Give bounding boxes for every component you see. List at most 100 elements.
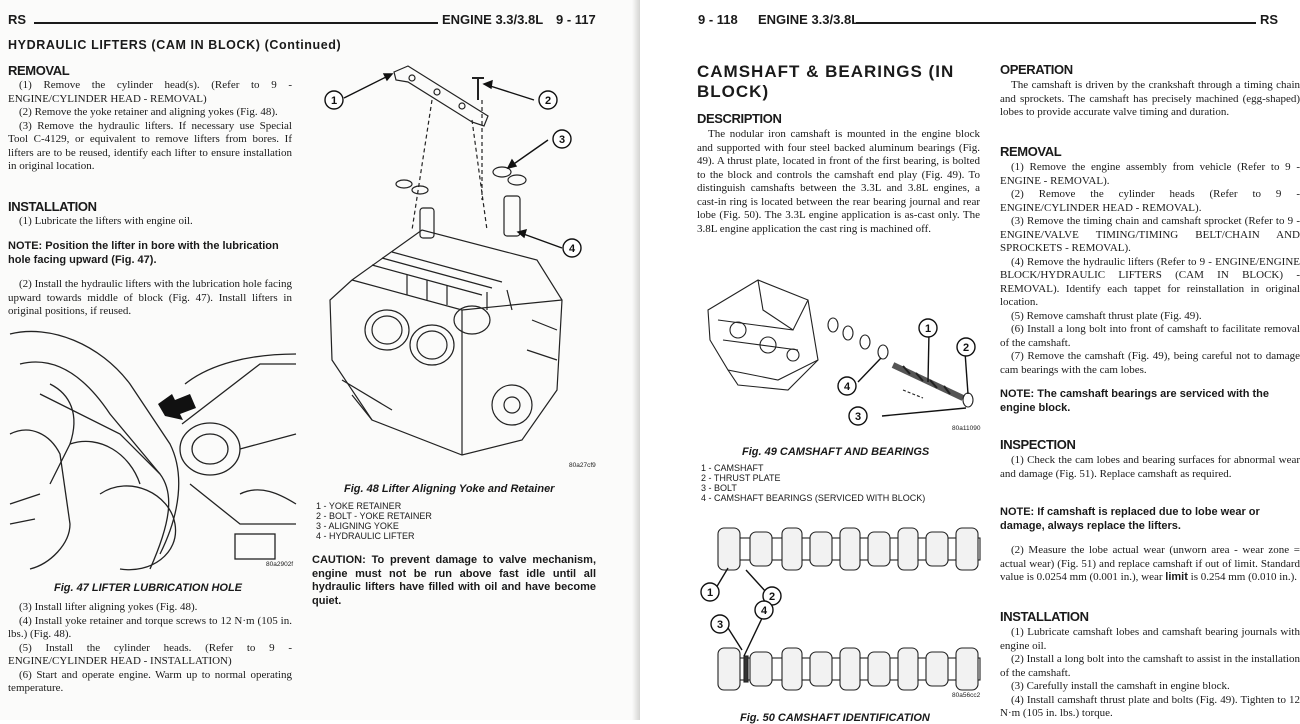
right-header-page-number: 9 - 118	[698, 12, 738, 27]
fig50-id: 80a56cc2	[952, 692, 981, 699]
fig48-callout-1	[324, 90, 344, 110]
cam-removal-step-1: (1) Remove the engine assembly from vehi…	[1000, 161, 1300, 187]
cam-installation-heading: INSTALLATION	[1000, 609, 1089, 624]
fig50-callout-label-2: 2	[769, 591, 775, 603]
inspection-step-2-bold: limit	[1165, 571, 1188, 583]
fig49-callout-label-4: 4	[844, 381, 851, 393]
cam-removal-steps: (1) Remove the engine assembly from vehi…	[1000, 161, 1300, 377]
cam-removal-step-5: (5) Remove camshaft thrust plate (Fig. 4…	[1011, 309, 1202, 322]
cam-removal-step-4: (4) Remove the hydraulic lifters (Refer …	[1000, 255, 1300, 309]
cam-installation-steps: (1) Lubricate camshaft lobes and camshaf…	[1000, 626, 1300, 721]
header-rule	[34, 22, 438, 24]
cam-installation-step-3: (3) Carefully install the camshaft in en…	[1011, 680, 1230, 692]
fig49-legend-item-2: 2 - THRUST PLATE	[701, 473, 781, 483]
fig49-legend-item-3: 3 - BOLT	[701, 483, 737, 493]
fig50-callout-1	[700, 582, 720, 602]
lifter-lubrication-drawing	[9, 330, 297, 571]
installation-step-2-text: (2) Install the hydraulic lifters with t…	[8, 278, 292, 317]
left-page: RS ENGINE 3.3/3.8L 9 - 117 HYDRAULIC LIF…	[0, 0, 640, 720]
fig48-callout-2	[538, 90, 558, 110]
fig48-legend-item-4: 4 - HYDRAULIC LIFTER	[316, 531, 415, 541]
inspection-step-2-part-a: (2) Measure the lobe actual wear (unworn…	[1000, 544, 1300, 583]
fig49-callout-2	[956, 337, 976, 357]
fig50-illustration: 1 2 3 4	[698, 510, 988, 710]
inspection-note: NOTE: If camshaft is replaced due to lob…	[1000, 506, 1260, 532]
fig47-illustration	[9, 324, 297, 574]
installation-note: NOTE: Position the lifter in bore with t…	[8, 240, 279, 266]
inspection-step-1: (1) Check the cam lobes and bearing surf…	[1000, 454, 1300, 481]
fig50-caption: Fig. 50 CAMSHAFT IDENTIFICATION	[740, 712, 930, 724]
fig49-callout-3	[848, 406, 868, 426]
installation-step-5: (5) Install the cylinder heads. (Refer t…	[8, 641, 292, 668]
continued-heading: HYDRAULIC LIFTERS (CAM IN BLOCK) (Contin…	[8, 38, 342, 52]
description-text: The nodular iron camshaft is mounted in …	[697, 128, 980, 235]
fig48-callout-label-4: 4	[569, 243, 576, 255]
installation-steps-after: (3) Install lifter aligning yokes (Fig. …	[8, 601, 292, 696]
fig49-legend-item-4: 4 - CAMSHAFT BEARINGS (SERVICED WITH BLO…	[701, 493, 926, 503]
cam-removal-step-3: (3) Remove the timing chain and camshaft…	[1000, 215, 1300, 254]
fig49-caption: Fig. 49 CAMSHAFT AND BEARINGS	[742, 446, 930, 458]
fig48-legend-item-2: 2 - BOLT - YOKE RETAINER	[316, 511, 432, 521]
removal-steps: (1) Remove the cylinder head(s). (Refer …	[8, 79, 292, 174]
right-header-title: ENGINE 3.3/3.8L	[758, 12, 860, 27]
header-title: ENGINE 3.3/3.8L	[442, 12, 544, 27]
installation-step-3: (3) Install lifter aligning yokes (Fig. …	[19, 601, 198, 613]
fig48-legend-item-3: 3 - ALIGNING YOKE	[316, 521, 399, 531]
fig48-illustration: 1 2 3 4	[312, 60, 602, 475]
cam-installation-step-2: (2) Install a long bolt into the camshaf…	[1000, 653, 1300, 679]
installation-step-6: (6) Start and operate engine. Warm up to…	[8, 668, 292, 695]
fig49-callout-4	[837, 376, 857, 396]
fig49-callout-1	[918, 318, 938, 338]
cam-removal-step-6: (6) Install a long bolt into front of ca…	[1000, 323, 1300, 349]
cam-removal-note: NOTE: The camshaft bearings are serviced…	[1000, 388, 1269, 414]
fig48-id: 80a27cf9	[569, 462, 596, 469]
fig50-callout-3	[710, 614, 730, 634]
fig50-callout-label-3: 3	[717, 619, 723, 631]
cam-removal-step-2: (2) Remove the cylinder heads (Refer to …	[1000, 188, 1300, 214]
description-heading: DESCRIPTION	[697, 111, 782, 126]
camshaft-identification-drawing: 1 2 3 4	[700, 527, 981, 691]
fig49-callout-label-3: 3	[855, 411, 861, 423]
fig49-illustration: 1 2 3 4	[698, 270, 988, 435]
removal-step-2: (2) Remove the yoke retainer and alignin…	[19, 106, 278, 118]
fig48-caption: Fig. 48 Lifter Aligning Yoke and Retaine…	[344, 483, 555, 495]
fig49-legend: 1 - CAMSHAFT 2 - THRUST PLATE 3 - BOLT 4…	[701, 463, 925, 503]
fig48-callout-4	[562, 238, 582, 258]
right-header-rule	[856, 22, 1256, 24]
right-page: 9 - 118 ENGINE 3.3/3.8L RS CAMSHAFT & BE…	[640, 0, 1300, 724]
fig50-callout-label-1: 1	[707, 587, 713, 599]
cam-installation-step-1: (1) Lubricate camshaft lobes and camshaf…	[1000, 626, 1300, 652]
installation-heading: INSTALLATION	[8, 199, 97, 214]
cam-removal-heading: REMOVAL	[1000, 144, 1062, 159]
right-header-section-code: RS	[1260, 12, 1279, 27]
topic-title-line-1: CAMSHAFT & BEARINGS (IN	[697, 62, 955, 81]
installation-step-1: (1) Lubricate the lifters with engine oi…	[8, 215, 292, 229]
description-body: The nodular iron camshaft is mounted in …	[697, 128, 980, 236]
inspection-step-2: (2) Measure the lobe actual wear (unworn…	[1000, 544, 1300, 585]
cam-installation-step-4: (4) Install camshaft thrust plate and bo…	[1000, 693, 1300, 720]
fig48-callout-label-2: 2	[545, 95, 551, 107]
installation-step-1-text: (1) Lubricate the lifters with engine oi…	[19, 215, 193, 227]
fig48-callout-3	[552, 129, 572, 149]
inspection-step-1-text: (1) Check the cam lobes and bearing surf…	[1000, 454, 1300, 480]
installation-step-2: (2) Install the hydraulic lifters with t…	[8, 278, 292, 319]
installation-step-4: (4) Install yoke retainer and torque scr…	[8, 614, 292, 641]
fig47-id: 80a2902f	[266, 561, 294, 568]
cam-removal-step-7: (7) Remove the camshaft (Fig. 49), being…	[1000, 350, 1300, 376]
fig49-callout-label-2: 2	[963, 342, 969, 354]
inspection-step-2-part-b: is 0.254 mm (0.010 in.).	[1187, 571, 1297, 583]
header-section-code: RS	[8, 12, 27, 27]
removal-step-3: (3) Remove the hydraulic lifters. If nec…	[8, 119, 292, 173]
inspection-step-2-text: (2) Measure the lobe actual wear (unworn…	[1000, 544, 1300, 585]
inspection-heading: INSPECTION	[1000, 437, 1076, 452]
fig49-legend-item-1: 1 - CAMSHAFT	[701, 463, 764, 473]
fig48-callout-label-3: 3	[559, 134, 565, 146]
yoke-retainer-engine-drawing: 1 2 3 4	[324, 65, 582, 456]
removal-heading: REMOVAL	[8, 63, 70, 78]
right-column: OPERATION The camshaft is driven by the …	[998, 0, 1300, 720]
fig50-callout-label-4: 4	[761, 605, 768, 617]
topic-title-line-2: BLOCK)	[697, 82, 770, 101]
fig47-caption: Fig. 47 LIFTER LUBRICATION HOLE	[54, 582, 243, 594]
camshaft-bearings-drawing: 1 2 3 4	[707, 279, 976, 426]
lubrication-arrow-icon	[158, 394, 196, 420]
